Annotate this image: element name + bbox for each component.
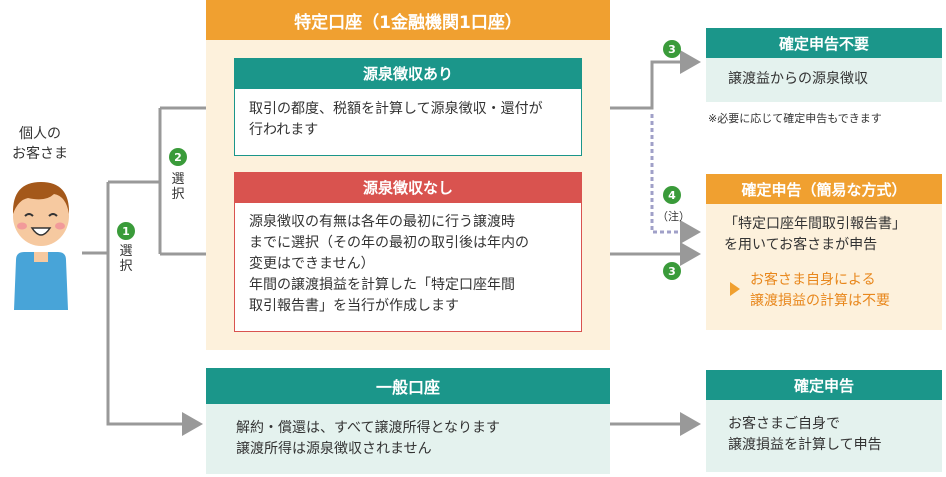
shinkoku-body: お客さまご自身で 譲渡損益を計算して申告 [706,400,942,472]
kani-line-2: を用いてお客さまが申告 [724,237,878,253]
select-char-2: 択 [119,259,133,274]
nashi-line-4: 年間の譲渡損益を計算した「特定口座年間 [249,277,515,293]
person-label: 個人の お客さま [4,124,76,164]
step-2-badge: 2 [169,148,187,166]
kani-header: 確定申告（簡易な方式） [706,174,942,204]
line-trunk-ippan [106,182,203,436]
nashi-line-2: までに選択（その年の最初の取引後は年内の [249,235,529,251]
step-4-note: （注） [657,210,690,223]
kani-highlight-line-1: お客さま自身による [750,272,876,288]
nashi-body: 源泉徴収の有無は各年の最初に行う譲渡時 までに選択（その年の最初の取引後は年内の… [234,202,582,332]
arrow-ari-fuyou [584,50,701,110]
ippan-body: 解約・償還は、すべて譲渡所得となります 譲渡所得は源泉徴収されません [206,404,610,474]
shinkoku-header: 確定申告 [706,370,942,400]
kani-highlight: お客さま自身による 譲渡損益の計算は不要 [750,270,890,312]
dotted-ari-kani [650,114,701,244]
tokutei-header: 特定口座（1金融機関1口座） [206,0,610,40]
step-3a-badge: 3 [663,40,681,58]
step-3b-badge: 3 [663,262,681,280]
ari-body: 取引の都度、税額を計算して源泉徴収・還付が 行われます [234,88,582,156]
select-char-2: 択 [171,187,185,202]
step-2-select-label: 選 択 [171,172,185,202]
ippan-header: 一般口座 [206,368,610,404]
ari-line-2: 行われます [249,122,319,138]
nashi-line-5: 取引報告書」を当行が作成します [249,298,459,314]
shinkoku-line-2: 譲渡損益を計算して申告 [728,437,882,453]
select-char-1: 選 [119,244,133,259]
kani-line-1: 「特定口座年間取引報告書」 [724,216,906,232]
nashi-header: 源泉徴収なし [234,172,582,202]
fuyou-note: ※必要に応じて確定申告もできます [708,112,882,125]
step-1-badge: 1 [117,222,135,240]
kani-highlight-line-2: 譲渡損益の計算は不要 [750,293,890,309]
ippan-line-1: 解約・償還は、すべて譲渡所得となります [236,420,501,436]
fuyou-body: 譲渡益からの源泉徴収 [706,58,942,102]
person-icon [12,182,70,310]
select-char-1: 選 [171,172,185,187]
fuyou-header: 確定申告不要 [706,28,942,58]
person-label-line2: お客さま [12,146,68,162]
ari-header: 源泉徴収あり [234,58,582,88]
shinkoku-line-1: お客さまご自身で [728,416,840,432]
kani-body: 「特定口座年間取引報告書」 を用いてお客さまが申告 [706,204,942,330]
highlight-triangle-icon [730,282,740,296]
person-label-line1: 個人の [19,126,61,142]
nashi-line-3: 変更はできません） [249,256,375,272]
nashi-line-1: 源泉徴収の有無は各年の最初に行う譲渡時 [249,214,515,230]
step-1-select-label: 選 択 [119,244,133,274]
step-4-badge: 4 [663,186,681,204]
ippan-line-2: 譲渡所得は源泉徴収されません [236,441,432,457]
ari-line-1: 取引の都度、税額を計算して源泉徴収・還付が [249,101,543,117]
